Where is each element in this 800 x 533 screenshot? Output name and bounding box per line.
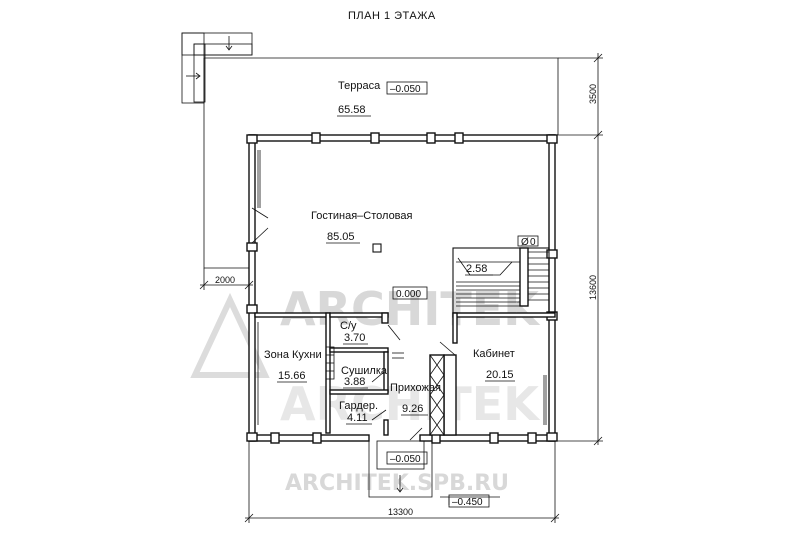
watermark-group: ARCHITEK ARCHITEK ARCHITEK.SPB.RU: [190, 282, 541, 496]
terrace-door: [251, 207, 269, 219]
level-ground: –0.450: [452, 497, 483, 508]
watermark-main: ARCHITEK: [280, 282, 541, 336]
level-floor: 0.000: [396, 289, 421, 300]
living-name: Гостиная–Столовая: [311, 210, 413, 222]
hall-wardrobe: [429, 354, 445, 436]
column-marker: [372, 243, 382, 253]
stair-area: 2.58: [466, 263, 487, 275]
door-swings: [371, 324, 456, 441]
terrace-area: 65.58: [338, 104, 366, 116]
watermark-main-shadow: ARCHITEK: [280, 377, 541, 431]
terrace-outline: [181, 32, 559, 269]
arrow-down-icon: [225, 45, 233, 51]
level-terrace: –0.050: [390, 84, 421, 95]
dim-terrace-depth: 3500: [588, 84, 598, 104]
exterior-walls: [246, 132, 558, 444]
dryer-area: 3.88: [344, 376, 365, 388]
chimney-num: 0: [530, 237, 536, 248]
porch-arrow-icon: [396, 487, 404, 493]
watermark-url: ARCHITEK.SPB.RU: [285, 471, 509, 496]
watermark-logo-icon: [190, 292, 270, 378]
level-porch: –0.050: [390, 454, 421, 465]
dim-house-width: 13300: [388, 507, 413, 517]
terrace-name: Терраса: [338, 80, 381, 92]
living-area: 85.05: [327, 231, 355, 243]
windows: [257, 150, 547, 425]
dimension-lines: [199, 53, 603, 523]
dryer-name: Сушилка: [341, 365, 388, 377]
kitchen-area: 15.66: [278, 370, 306, 382]
dim-house-depth: 13600: [588, 275, 598, 300]
wc-area: 3.70: [344, 332, 365, 344]
dim-terrace-side: 2000: [215, 275, 235, 285]
hall-area: 9.26: [402, 403, 423, 415]
entry-porch: [368, 440, 433, 498]
hall-name: Прихожая: [390, 382, 441, 394]
kitchen-name: Зона Кухни: [264, 349, 322, 361]
dryer-cabinet: [325, 346, 335, 380]
wardrobe-area: 4.11: [347, 412, 368, 424]
office-area: 20.15: [486, 369, 514, 381]
office-name: Кабинет: [473, 348, 515, 360]
chimney-mark: Ø: [521, 237, 529, 248]
wardrobe-name: Гардер.: [339, 400, 378, 412]
arrow-right-icon: [195, 72, 201, 80]
wc-name: С/у: [340, 320, 357, 332]
plan-title: ПЛАН 1 ЭТАЖА: [348, 10, 436, 22]
